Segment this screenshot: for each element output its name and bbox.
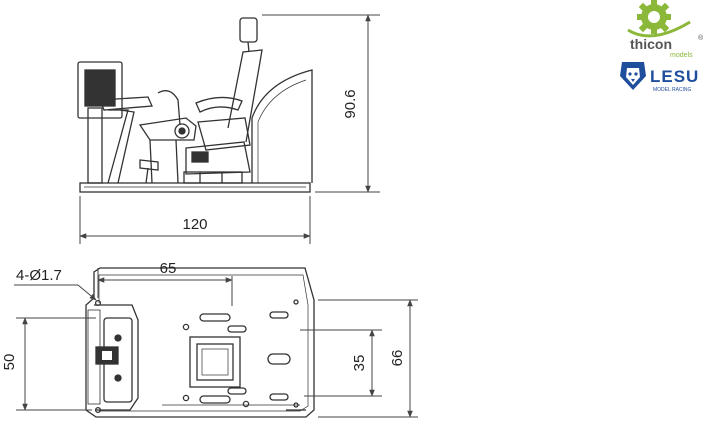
mount-hole [182,323,190,331]
seat-cushion [197,117,251,151]
slot [269,393,289,401]
seat-mount-plate [189,336,241,388]
lesu-name: LESU [650,67,699,86]
armrest [195,96,243,113]
control-lever [157,90,181,126]
slot [267,353,291,365]
pedal [139,159,159,171]
dimension-height [262,14,380,193]
side-base-plate [79,182,311,193]
seat-pedestal [185,141,251,175]
side-console [138,117,197,141]
slot [227,387,247,395]
height-label: 90.6 [342,89,359,118]
lion-icon [620,62,646,90]
lesu-logo: LESU MODEL RACING [620,62,699,93]
thicon-logo: thicon ® models [627,0,704,59]
mount-hole [182,394,190,402]
steering-column [107,109,129,184]
hole-callout-label: 4-Ø1.7 [16,267,62,284]
dimension-outer-width [318,299,418,418]
inner-width-label: 50 [1,354,18,371]
dimension-length [79,196,311,244]
dimension-mount-spacing [97,268,233,306]
mount-hole [242,400,250,408]
lesu-sub: MODEL RACING [653,87,692,93]
hole-callout [14,284,97,301]
dimension-inner-width [16,317,96,411]
gear-icon [627,0,691,38]
mount-width-label: 35 [351,355,368,372]
thicon-name: thicon [630,36,672,52]
rear-cover [251,69,313,183]
side-view [77,17,313,193]
length-label: 120 [182,216,207,233]
slot [227,325,247,333]
slot [269,311,289,319]
monitor [77,61,123,119]
mount-spacing-label: 65 [160,260,177,277]
slot [199,395,231,404]
thicon-mark: ® [698,34,704,42]
slot [199,313,231,322]
pedal-frame [94,304,139,411]
thicon-sub: models [670,52,693,59]
headrest [239,17,258,43]
dimension-mount-width [300,329,382,397]
seat-back [227,49,263,143]
steering-wheel [99,96,153,111]
mount-hole [94,299,102,307]
mount-hole [94,406,102,414]
outer-width-label: 66 [389,350,406,367]
top-view [85,267,315,418]
